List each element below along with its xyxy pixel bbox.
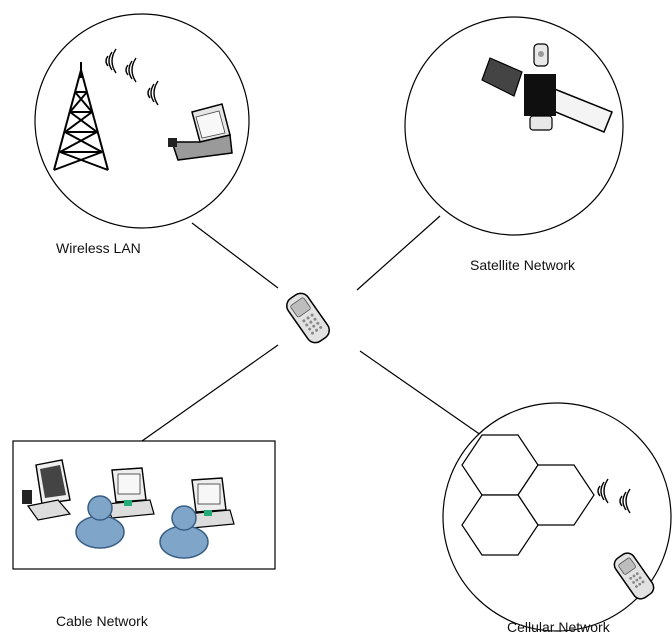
wireless-lan-circle [34,13,250,229]
line-to-cellular [359,350,489,441]
satellite-network-label: Satellite Network [470,257,576,273]
cable-network-label: Cable Network [56,613,148,629]
wifi-signal-icon [597,478,631,514]
desktop-computer-icon [22,459,72,521]
desktop-computer-icon [185,477,235,529]
wireless-lan-label: Wireless LAN [56,240,141,256]
radio-tower-icon [53,62,109,171]
user-icon [159,505,209,559]
user-icon [75,495,125,549]
desktop-computer-icon [105,467,155,519]
line-to-wireless [191,222,279,289]
satellite-circle [404,16,624,236]
cellular-network-label: Cellular Network [507,619,610,635]
cable-network-group [12,440,276,570]
wifi-signal-icon [105,48,159,106]
mobile-phone-icon [286,292,330,344]
line-to-satellite [356,215,441,291]
mobile-phone-icon [613,552,655,600]
connector-lines [141,215,489,442]
hexagon-cell-icon [461,434,595,556]
wireless-lan-group [34,13,250,229]
satellite-group [404,16,624,236]
laptop-icon [168,103,233,161]
satellite-icon [481,43,613,133]
line-to-cable [141,344,279,442]
cellular-network-group [442,402,672,632]
